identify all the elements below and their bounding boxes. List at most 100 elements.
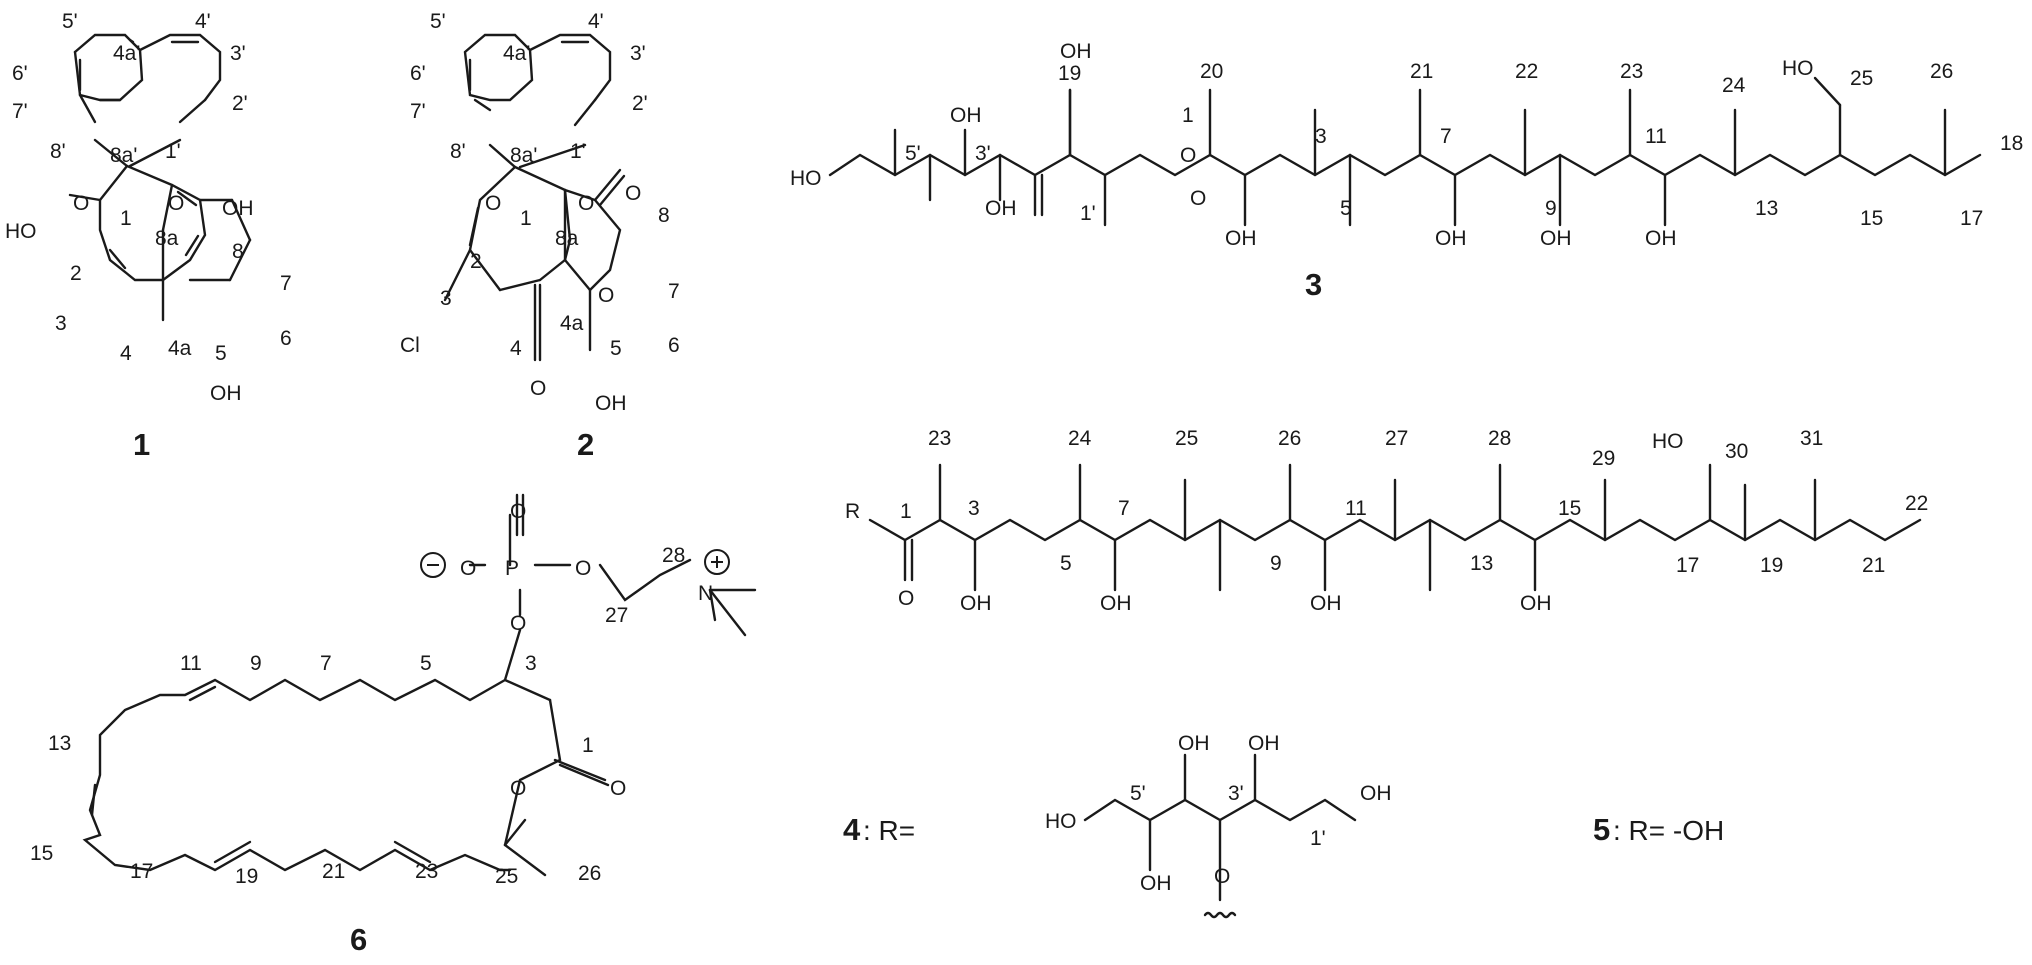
atom-label: 8	[658, 204, 670, 227]
compound-5-label: 5	[1593, 812, 1610, 847]
atom-label: 30	[1725, 440, 1748, 463]
atom-label: 4	[510, 337, 522, 360]
atom-label: 23	[415, 860, 438, 883]
atom-label: OH	[1100, 592, 1132, 615]
atom-label: 5	[215, 342, 227, 365]
atom-label: O	[598, 284, 614, 307]
atom-label: OH	[1520, 592, 1552, 615]
atom-label: Cl	[400, 334, 420, 357]
atom-label: 1'	[1310, 827, 1326, 850]
atom-label: HO	[790, 167, 822, 190]
atom-label: O	[1190, 187, 1206, 210]
atom-label: 6'	[12, 62, 28, 85]
atom-label: 1	[900, 500, 912, 523]
atom-label: 8a'	[110, 144, 137, 167]
atom-label: 5'	[1130, 782, 1146, 805]
atom-label: 21	[322, 860, 345, 883]
atom-label: 28	[662, 544, 685, 567]
atom-label: P	[505, 557, 519, 580]
atom-label: OH	[1435, 227, 1467, 250]
atom-label: 6	[280, 327, 292, 350]
atom-label: 11	[1645, 125, 1667, 148]
atom-label: OH	[1540, 227, 1572, 250]
compound-1-label: 1	[133, 427, 150, 462]
atom-label: 9	[1545, 197, 1557, 220]
atom-label: OH	[950, 104, 982, 127]
atom-label: 5'	[905, 142, 921, 165]
atom-label: OH	[595, 392, 627, 415]
atom-label: 1'	[570, 140, 586, 163]
atom-label: 8a	[555, 227, 579, 250]
atom-label: O	[168, 192, 184, 215]
atom-label: OH	[985, 197, 1017, 220]
compound-5-label-group: 5 : R= -OH	[1593, 812, 1724, 847]
atom-label: O	[485, 192, 501, 215]
atom-label: 8a'	[510, 144, 537, 167]
atom-label: 26	[578, 862, 601, 885]
atom-label: N	[698, 582, 713, 605]
atom-label: 21	[1862, 554, 1885, 577]
atom-label: 4'	[588, 10, 604, 33]
atom-label: HO	[1782, 57, 1814, 80]
atom-label: 15	[1860, 207, 1883, 230]
atom-label: 15	[1558, 497, 1581, 520]
atom-label: OH	[222, 197, 254, 220]
atom-label: O	[578, 192, 594, 215]
atom-label: 4	[120, 342, 132, 365]
atom-label: 26	[1930, 60, 1953, 83]
atom-label: O	[575, 557, 591, 580]
atom-label: 3	[55, 312, 67, 335]
atom-label: 7	[668, 280, 680, 303]
atom-label: 17	[1960, 207, 1983, 230]
atom-label: 19	[235, 865, 258, 888]
atom-label: 4a'	[113, 42, 140, 65]
r-group-definition: : R= -OH	[1613, 815, 1724, 846]
atom-label: 23	[928, 427, 951, 450]
atom-label: OH	[210, 382, 242, 405]
atom-label: 19	[1058, 62, 1081, 85]
atom-label: 26	[1278, 427, 1301, 450]
atom-label: 8'	[450, 140, 466, 163]
atom-label: 25	[1850, 67, 1873, 90]
compound-6-label: 6	[350, 922, 367, 957]
atom-label: OH	[1178, 732, 1210, 755]
atom-label: 4'	[195, 10, 211, 33]
atom-label: 7	[320, 652, 332, 675]
atom-label: 17	[130, 860, 153, 883]
atom-label: OH	[1360, 782, 1392, 805]
atom-label: 3'	[230, 42, 246, 65]
positive-charge-icon	[704, 549, 730, 575]
atom-label: 11	[1345, 497, 1367, 520]
atom-label: 3'	[630, 42, 646, 65]
atom-label: O	[1214, 865, 1230, 888]
atom-label: 17	[1676, 554, 1699, 577]
compound-2-structure: 5' 4' 4a' 3' 6' 2' 7' 8' 8a' 1' O O 1 8a…	[400, 10, 680, 462]
atom-label: 31	[1800, 427, 1823, 450]
atom-label: 7'	[410, 100, 426, 123]
atom-label: 11	[180, 652, 202, 675]
atom-label: 19	[1760, 554, 1783, 577]
atom-label: 6'	[410, 62, 426, 85]
atom-label: 29	[1592, 447, 1615, 470]
atom-label: 22	[1515, 60, 1538, 83]
atom-label: 3	[525, 652, 537, 675]
atom-label: O	[73, 192, 89, 215]
compound-3-label: 3	[1305, 267, 1322, 302]
atom-label: 1'	[1080, 202, 1096, 225]
atom-label: 20	[1200, 60, 1223, 83]
atom-label: 5	[1060, 552, 1072, 575]
atom-label: 13	[1755, 197, 1778, 220]
atom-label: O	[1180, 144, 1196, 167]
atom-label: 13	[1470, 552, 1493, 575]
atom-label: 25	[1175, 427, 1198, 450]
atom-label: 7	[1118, 497, 1130, 520]
atom-label: 25	[495, 865, 518, 888]
atom-label: OH	[1248, 732, 1280, 755]
atom-label: 8'	[50, 140, 66, 163]
atom-label: 5	[420, 652, 432, 675]
atom-label: O	[510, 777, 526, 800]
atom-label: 4a	[168, 337, 192, 360]
atom-label: 1'	[165, 140, 181, 163]
compound-4-structure: 23 24 25 26 27 28 29 HO 30 31 22 R 1 3 5…	[843, 427, 1928, 847]
